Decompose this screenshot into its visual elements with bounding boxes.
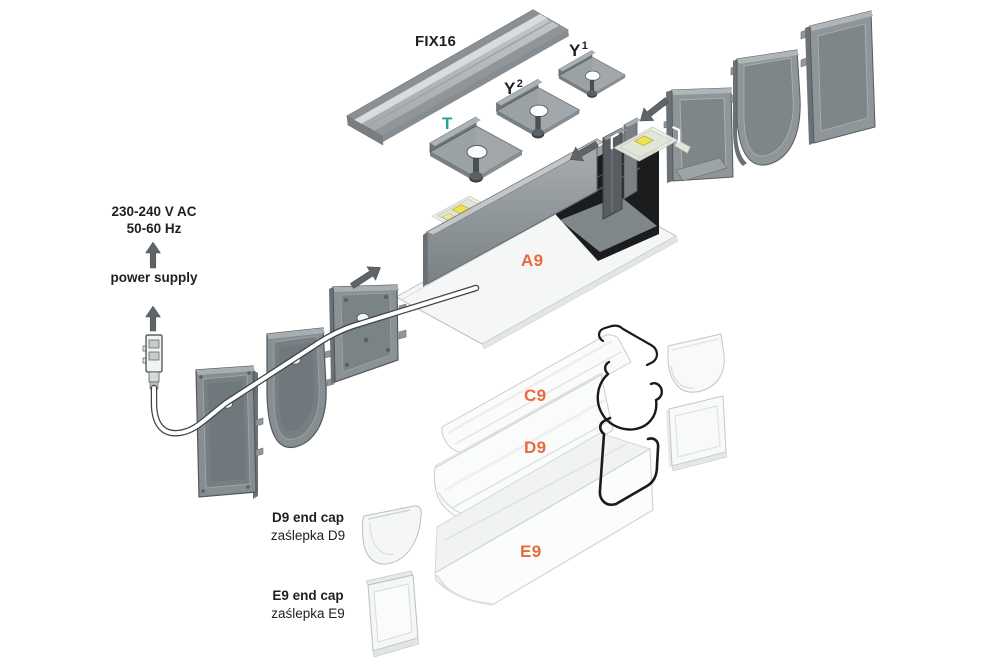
bracket-hole xyxy=(585,70,601,81)
power-cable xyxy=(150,284,480,437)
rail-label: FIX16 xyxy=(415,33,457,50)
bracket-t-label: T xyxy=(442,114,453,133)
end-cap-d9-right-rounded xyxy=(667,333,725,393)
cable-bracket xyxy=(329,284,407,384)
d9-end-cap-label: D9 end cap zaślepka D9 xyxy=(256,509,360,545)
arrow-down-left-icon xyxy=(639,97,670,122)
power-supply-label: power supply xyxy=(110,270,198,285)
voltage-line2: 50-60 Hz xyxy=(126,221,182,236)
voltage-label: 230-240 V AC 50-60 Hz xyxy=(99,203,209,237)
d9-end-cap-pl: zaślepka D9 xyxy=(270,528,346,543)
end-cap-d9-white xyxy=(361,505,422,565)
e9-end-cap-en: E9 end cap xyxy=(272,588,344,603)
bracket-y2-sup: 2 xyxy=(516,78,524,90)
bracket-y1-sup: 1 xyxy=(581,40,589,52)
e9-end-cap-label: E9 end cap zaślepka E9 xyxy=(256,587,360,623)
profile-a9-label: A9 xyxy=(521,251,544,270)
arrow-left-icon xyxy=(569,141,599,162)
mounting-rail-fix16 xyxy=(345,9,570,146)
cover-c9-label: C9 xyxy=(524,386,547,405)
led-module-detached xyxy=(610,126,691,162)
cover-e9 xyxy=(434,416,660,606)
mounting-bracket-y2 xyxy=(495,78,581,139)
end-cap-a9-outer xyxy=(800,10,876,145)
arrow-up-icon xyxy=(145,305,161,332)
d9-end-cap-en: D9 end cap xyxy=(271,510,345,525)
d9-cross-section xyxy=(596,360,663,431)
arrow-up-icon xyxy=(145,241,161,269)
end-cap-left-rounded xyxy=(266,327,335,449)
end-cap-e9-right-square xyxy=(666,395,728,472)
bracket-y1-base: Y xyxy=(569,41,581,60)
arrow-up-right-icon xyxy=(350,266,381,289)
bracket-y2-label: Y2 xyxy=(504,78,523,99)
bracket-y2-base: Y xyxy=(504,79,516,98)
cover-d9-label: D9 xyxy=(524,438,547,457)
end-cap-e9-white xyxy=(365,570,420,658)
e9-cross-section xyxy=(598,416,660,506)
c9-cross-section xyxy=(598,324,658,367)
mounting-bracket-t xyxy=(428,116,524,183)
profile-a9 xyxy=(394,117,691,350)
e9-end-cap-pl: zaślepka E9 xyxy=(271,606,345,621)
bracket-y1-label: Y1 xyxy=(569,40,588,61)
voltage-line1: 230-240 V AC xyxy=(111,204,197,219)
cover-e9-label: E9 xyxy=(520,542,542,561)
mounting-bracket-y1 xyxy=(558,50,626,98)
bracket-hole xyxy=(529,104,549,118)
power-plug xyxy=(142,334,163,390)
bracket-hole xyxy=(466,145,488,159)
cover-d9 xyxy=(433,360,663,521)
end-cap-left-large xyxy=(195,365,264,499)
led-chip xyxy=(633,135,655,146)
end-cap-a9-inner xyxy=(663,87,734,183)
end-cap-a9-rounded xyxy=(730,49,801,166)
